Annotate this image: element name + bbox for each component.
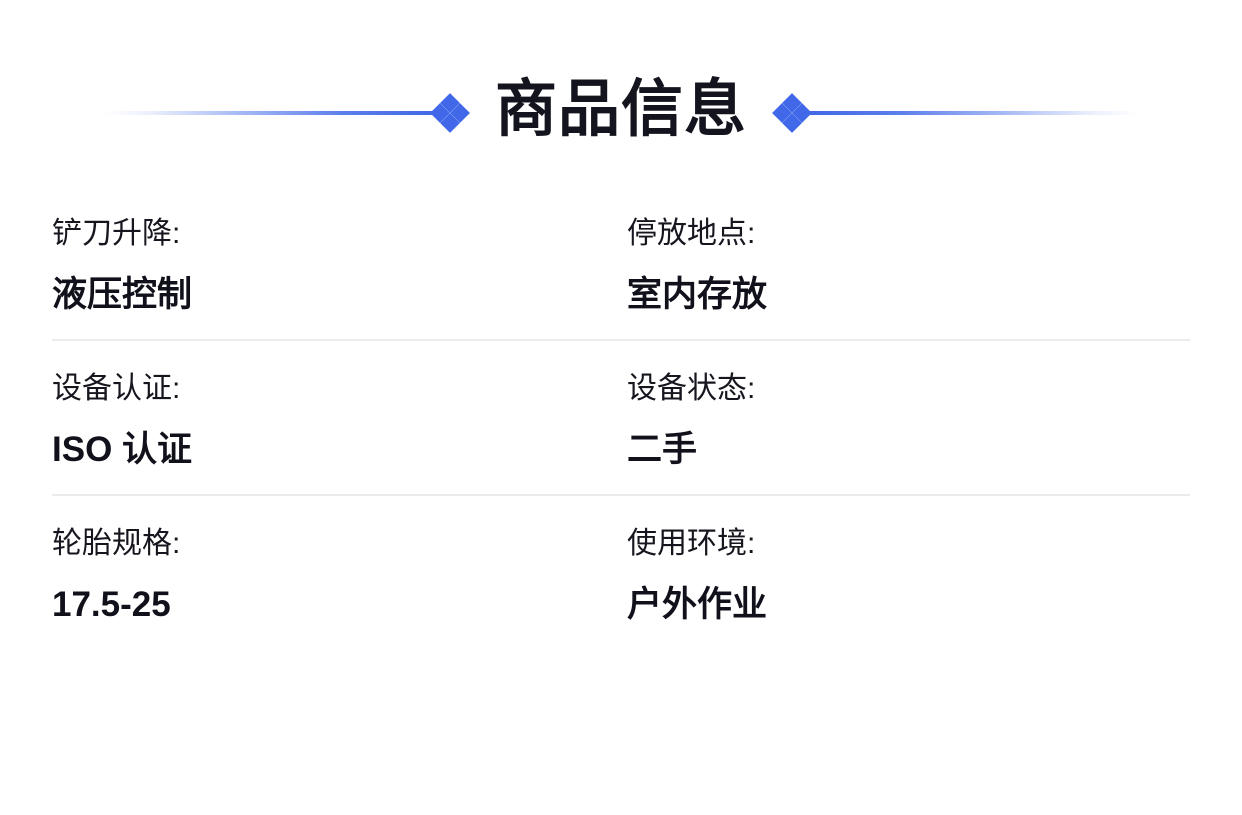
- spec-cell-blade-lift: 铲刀升降: 液压控制: [52, 214, 627, 317]
- spec-label: 轮胎规格:: [52, 526, 181, 560]
- spec-row: 铲刀升降: 液压控制 停放地点: 室内存放: [52, 214, 1190, 341]
- spec-cell-tire-spec: 轮胎规格: 17.5-25: [52, 524, 627, 627]
- spec-value: 二手: [627, 429, 698, 469]
- spec-label: 使用环境:: [627, 526, 756, 560]
- spec-grid: 铲刀升降: 液压控制 停放地点: 室内存放 设备认证: ISO 认证 设备状态:…: [52, 214, 1190, 648]
- decorative-rule-right: [808, 111, 1138, 115]
- spec-label: 停放地点:: [627, 217, 756, 250]
- spec-row: 设备认证: ISO 认证 设备状态: 二手: [52, 341, 1190, 496]
- spec-row: 轮胎规格: 17.5-25 使用环境: 户外作业: [52, 496, 1190, 649]
- spec-value: ISO 认证: [52, 429, 193, 469]
- diamond-cluster-icon-right: [772, 93, 812, 133]
- diamond-cluster-icon-left: [430, 93, 470, 133]
- spec-label: 设备状态:: [627, 371, 756, 405]
- spec-cell-certification: 设备认证: ISO 认证: [52, 369, 627, 472]
- spec-cell-equipment-status: 设备状态: 二手: [627, 369, 1202, 472]
- spec-cell-parking-location: 停放地点: 室内存放: [627, 214, 1202, 317]
- spec-value: 17.5-25: [52, 584, 171, 624]
- decorative-rule-left: [103, 111, 434, 115]
- spec-cell-operating-environment: 使用环境: 户外作业: [627, 524, 1202, 627]
- spec-value: 液压控制: [52, 275, 193, 314]
- section-header: 商品信息: [0, 56, 1242, 170]
- spec-value: 户外作业: [627, 584, 768, 624]
- page-title: 商品信息: [494, 75, 747, 144]
- spec-label: 设备认证:: [52, 371, 181, 405]
- spec-value: 室内存放: [627, 275, 768, 314]
- spec-label: 铲刀升降:: [52, 217, 181, 250]
